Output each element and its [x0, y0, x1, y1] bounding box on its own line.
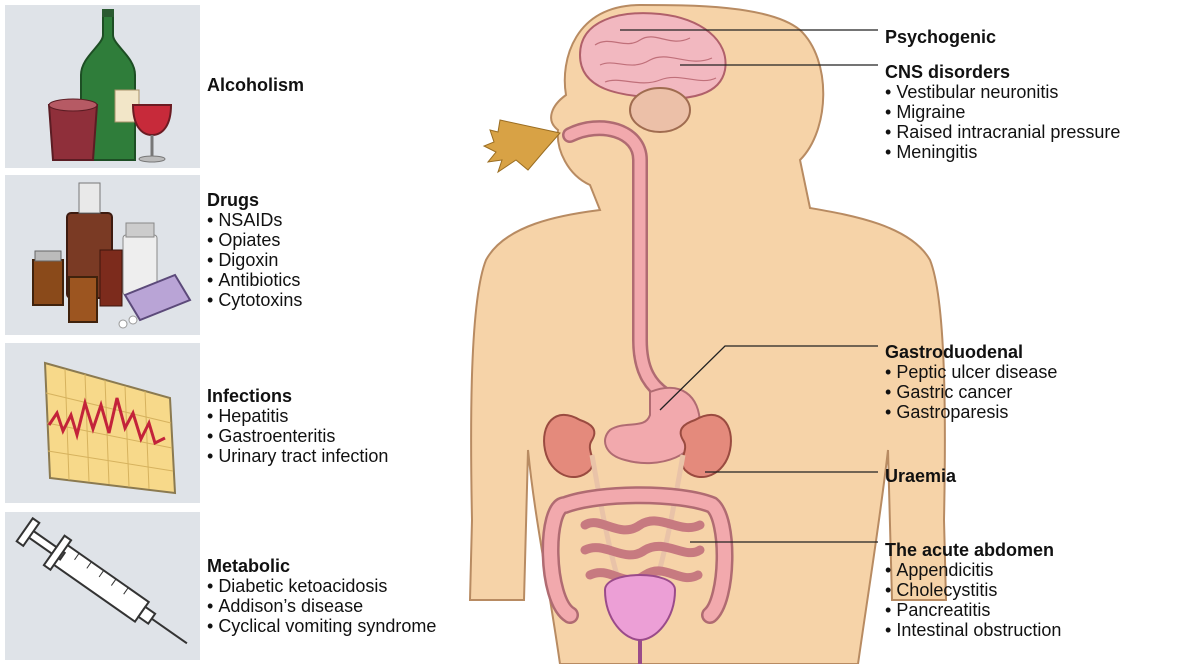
cause-title: Psychogenic [885, 27, 996, 47]
vomit-spray [484, 120, 560, 172]
cause-title: The acute abdomen [885, 540, 1061, 560]
cause-title: Uraemia [885, 466, 956, 486]
cause-title: Gastroduodenal [885, 342, 1057, 362]
cause-uraemia: Uraemia [885, 466, 956, 486]
cause-item: Cholecystitis [885, 580, 1061, 600]
cause-item: Gastric cancer [885, 382, 1057, 402]
cause-cns-disorders: CNS disorders Vestibular neuronitis Migr… [885, 62, 1120, 162]
body-silhouette [470, 5, 946, 664]
cause-item: Vestibular neuronitis [885, 82, 1120, 102]
cause-title: CNS disorders [885, 62, 1120, 82]
cause-item: Raised intracranial pressure [885, 122, 1120, 142]
cause-item: Migraine [885, 102, 1120, 122]
cause-item: Peptic ulcer disease [885, 362, 1057, 382]
cause-item: Intestinal obstruction [885, 620, 1061, 640]
cause-item: Meningitis [885, 142, 1120, 162]
cause-psychogenic: Psychogenic [885, 27, 996, 47]
cause-gastroduodenal: Gastroduodenal Peptic ulcer disease Gast… [885, 342, 1057, 422]
cause-acute-abdomen: The acute abdomen Appendicitis Cholecyst… [885, 540, 1061, 640]
cause-item: Pancreatitis [885, 600, 1061, 620]
cause-item: Appendicitis [885, 560, 1061, 580]
cerebellum [630, 88, 690, 132]
cause-item: Gastroparesis [885, 402, 1057, 422]
